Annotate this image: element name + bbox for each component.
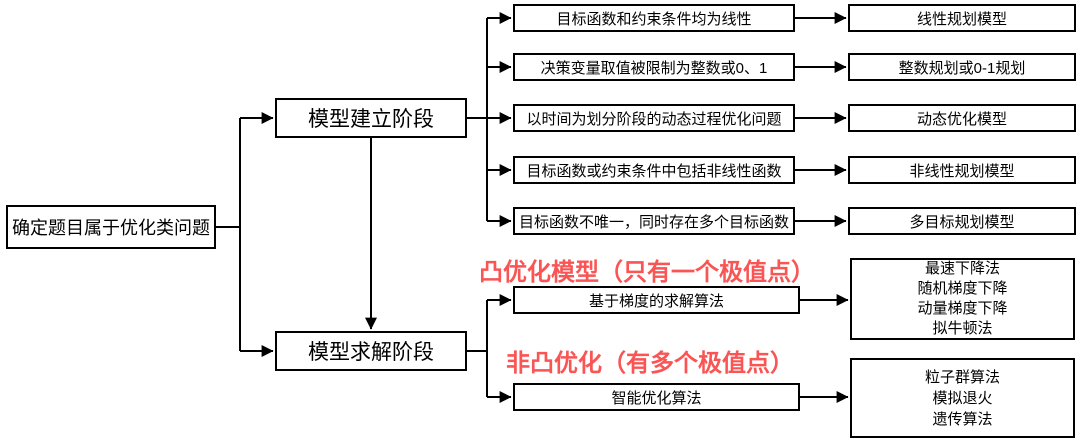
algorithm-item: 拟牛顿法 [932,320,993,337]
condition-node: 以时间为划分阶段的动态过程优化问题 [513,104,795,132]
condition-node: 目标函数或约束条件中包括非线性函数 [513,156,795,184]
node-problem-type: 确定题目属于优化类问题 [6,205,216,249]
model-node: 动态优化模型 [848,104,1076,132]
model-node: 非线性规划模型 [848,156,1076,184]
node-gradient-method: 基于梯度的求解算法 [513,286,800,314]
node-gradient-algorithm-list: 最速下降法 随机梯度下降 动量梯度下降 拟牛顿法 [850,258,1075,340]
algorithm-item: 随机梯度下降 [917,280,1008,297]
condition-node: 决策变量取值被限制为整数或0、1 [513,53,795,81]
node-model-solve-stage: 模型求解阶段 [275,331,467,371]
model-node: 线性规划模型 [848,4,1076,32]
model-node: 多目标规划模型 [848,207,1076,235]
algorithm-item: 遗传算法 [932,410,993,428]
algorithm-item: 动量梯度下降 [917,300,1008,317]
model-node: 整数规划或0-1规划 [848,53,1076,81]
algorithm-item: 粒子群算法 [924,368,1000,386]
node-intelligent-method: 智能优化算法 [513,383,800,411]
annotation-nonconvex-optimization: 非凸优化（有多个极值点） [506,350,794,377]
condition-node: 目标函数不唯一，同时存在多个目标函数 [513,207,795,235]
node-intelligent-algorithm-list: 粒子群算法 模拟退火 遗传算法 [850,358,1075,438]
annotation-convex-optimization: 凸优化模型（只有一个极值点） [479,259,815,286]
condition-node: 目标函数和约束条件均为线性 [513,4,795,32]
node-model-build-stage: 模型建立阶段 [275,98,467,138]
algorithm-item: 最速下降法 [924,260,1000,277]
algorithm-item: 模拟退火 [932,389,993,407]
